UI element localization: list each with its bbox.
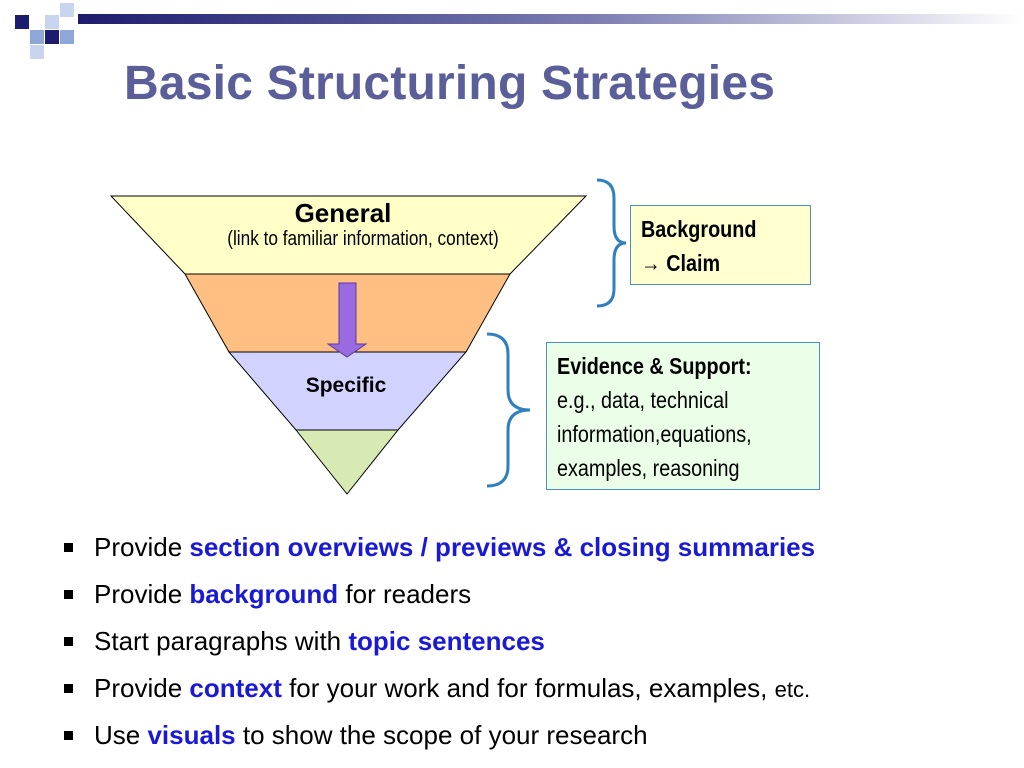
deco-square xyxy=(60,30,74,44)
brace-icon xyxy=(596,178,627,308)
bullet-highlight: topic sentences xyxy=(348,626,545,656)
evidence-line: information,equations, xyxy=(557,421,752,447)
bullet-highlight: context xyxy=(189,673,282,703)
evidence-line: e.g., data, technical xyxy=(557,387,729,413)
bullet-text: Use xyxy=(94,720,148,750)
bullet-text: Provide xyxy=(94,673,190,703)
header-decoration xyxy=(15,3,1024,59)
bullet-item: Use visuals to show the scope of your re… xyxy=(62,712,815,759)
bullet-item: Provide section overviews / previews & c… xyxy=(62,524,815,571)
bullet-text: for readers xyxy=(338,579,472,609)
funnel-label-specific: Specific xyxy=(305,374,387,397)
background-line: Background xyxy=(641,216,757,242)
evidence-support-box: Evidence & Support: e.g., data, technica… xyxy=(546,342,820,490)
bullet-square-icon xyxy=(64,590,73,599)
funnel-sublabel-general: (link to familiar information, context) xyxy=(227,228,499,250)
bullet-text: Start paragraphs with xyxy=(94,626,349,656)
down-arrow-icon xyxy=(326,282,368,358)
bullet-item: Provide context for your work and for fo… xyxy=(62,665,815,712)
bullet-square-icon xyxy=(64,731,73,740)
bullet-text: Provide xyxy=(94,579,190,609)
deco-square xyxy=(60,3,74,17)
claim-line: → Claim xyxy=(641,250,721,276)
evidence-line: examples, reasoning xyxy=(557,455,740,481)
bullet-text: for your work and for formulas, examples… xyxy=(281,673,775,703)
background-claim-box: Background → Claim xyxy=(630,205,811,285)
bullet-square-icon xyxy=(64,543,73,552)
deco-square xyxy=(45,30,59,44)
bullet-text: to show the scope of your research xyxy=(235,720,648,750)
brace-icon xyxy=(486,332,531,488)
slide-title: Basic Structuring Strategies xyxy=(124,57,776,110)
deco-square xyxy=(30,45,44,59)
funnel-band-tip xyxy=(294,429,400,495)
bullet-item: Provide background for readers xyxy=(62,571,815,618)
bullet-item: Start paragraphs with topic sentences xyxy=(62,618,815,665)
header-gradient-bar xyxy=(78,14,1024,24)
evidence-heading: Evidence & Support: xyxy=(557,353,752,379)
deco-square xyxy=(15,15,29,29)
funnel-diagram xyxy=(109,178,627,495)
bullet-text: Provide xyxy=(94,532,190,562)
deco-square xyxy=(45,15,59,29)
deco-square xyxy=(30,30,44,44)
bullet-square-icon xyxy=(64,637,73,646)
bullet-list: Provide section overviews / previews & c… xyxy=(62,524,815,759)
bullet-highlight: visuals xyxy=(147,720,236,750)
bullet-highlight: section overviews / previews & closing s… xyxy=(189,532,816,562)
bullet-highlight: background xyxy=(189,579,339,609)
bullet-square-icon xyxy=(64,684,73,693)
bullet-text: etc. xyxy=(774,677,811,702)
funnel-label-general: General xyxy=(294,198,392,228)
